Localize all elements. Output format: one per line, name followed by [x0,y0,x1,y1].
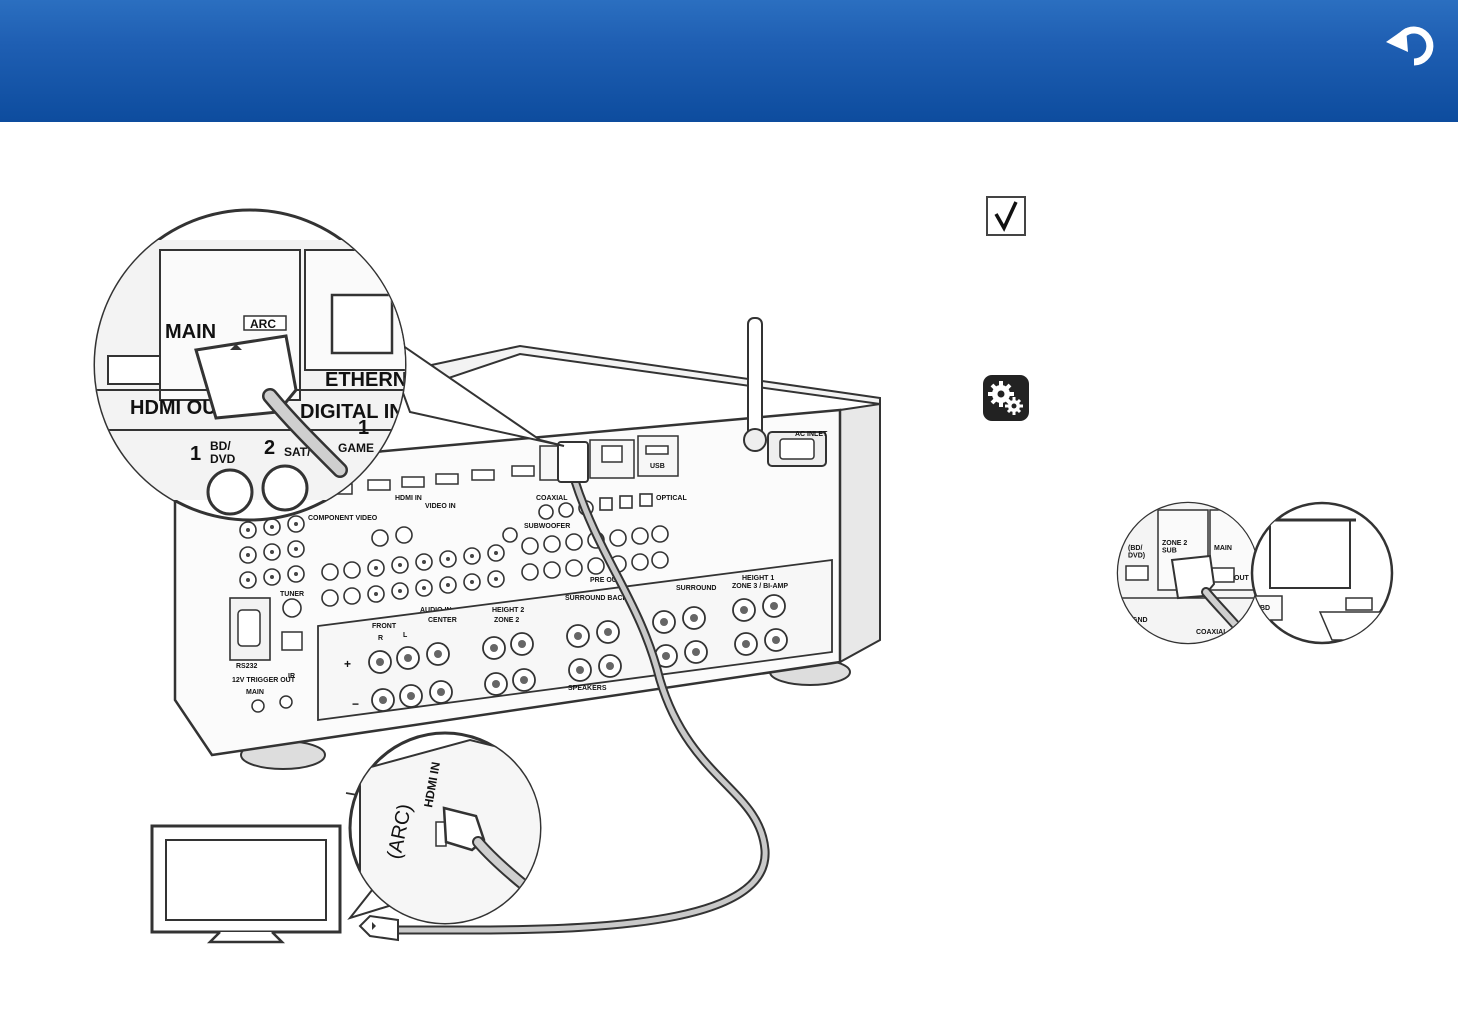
sub-coaxial-label: COAXIAL [1196,629,1228,636]
back-arrow-icon [1386,26,1434,66]
trigger-main-label: MAIN [246,689,264,696]
speakers-label: SPEAKERS [568,685,607,692]
speaker-minus-label: − [352,697,359,711]
center-label: CENTER [428,617,457,624]
av-receiver: AC INLET HDMI IN USB VIDEO IN COMPONENT … [173,317,881,770]
header-bar [0,0,1458,122]
sub-main-label: MAIN [1214,545,1232,552]
rs232-label: RS232 [236,663,258,670]
front-l-label: L [403,632,408,639]
hdmi-cable [358,441,770,942]
height2-label: HEIGHT 2 [492,607,524,614]
sub-out-label: OUT [1234,575,1250,582]
ac-inlet-label: AC INLET [795,431,828,438]
sub-gnd-label: GND [1132,617,1148,624]
optical-label: OPTICAL [656,495,687,502]
video-in-label: VIDEO IN [425,503,456,510]
zoom-hdmi-out-main: MAIN ARC HDMI OUT DIGITAL IN ETHERNET 1 … [93,208,565,522]
surround-back-label: SURROUND BACK [565,595,628,602]
back-button[interactable] [1384,18,1440,74]
tuner-label: TUNER [280,591,304,598]
tv [150,792,421,944]
zoom-input3-num: 1 [358,417,369,439]
coaxial-label: COAXIAL [536,495,568,502]
zoom-digital-in-label: DIGITAL IN [300,401,404,423]
zoom-input1-num: 1 [190,443,201,465]
sub-bd-dvd-label: (BD/DVD) [1128,545,1145,560]
surround-label: SURROUND [676,585,716,592]
speaker-plus-label: + [344,657,351,671]
front-label: FRONT [372,623,397,630]
zoom-main-label: MAIN [165,321,216,343]
zoom-input2-name: SAT/ [284,445,311,459]
zoom-hdmi-out-label: HDMI OUT [130,397,229,419]
pre-out-label: PRE OUT [590,577,622,584]
tv-hdmi-in-label: HDMI IN [421,761,443,809]
zoom-input2-num: 2 [264,437,275,459]
check-icon [986,196,1026,236]
usb-label: USB [650,463,665,470]
zoom-tv-hdmi-in: HDMI IN (ARC) [347,731,542,925]
hdmi-in-label: HDMI IN [395,495,422,502]
zoom-input1-name: BD/DVD [210,439,236,466]
component-video-label: COMPONENT VIDEO [308,515,378,522]
zoom-input3-name: GAME [338,441,374,455]
zoom-arc-label: ARC [250,317,276,331]
gear-icon [983,375,1029,421]
zone2-label: ZONE 2 [494,617,519,624]
subwoofer-label: SUBWOOFER [524,523,570,530]
ir-label: IR [288,673,295,680]
height1-label: HEIGHT 1 [742,575,774,582]
tv-arc-label: (ARC) [383,802,416,861]
proj-bd-label: BD [1260,605,1270,612]
trigger-out-label: 12V TRIGGER OUT [232,677,296,684]
audio-in-label: AUDIO IN [420,607,452,614]
zone3-biamp-label: ZONE 3 / BI-AMP [732,583,788,590]
front-r-label: R [378,635,383,642]
zoom-ethernet-label: ETHERNET [325,369,433,391]
